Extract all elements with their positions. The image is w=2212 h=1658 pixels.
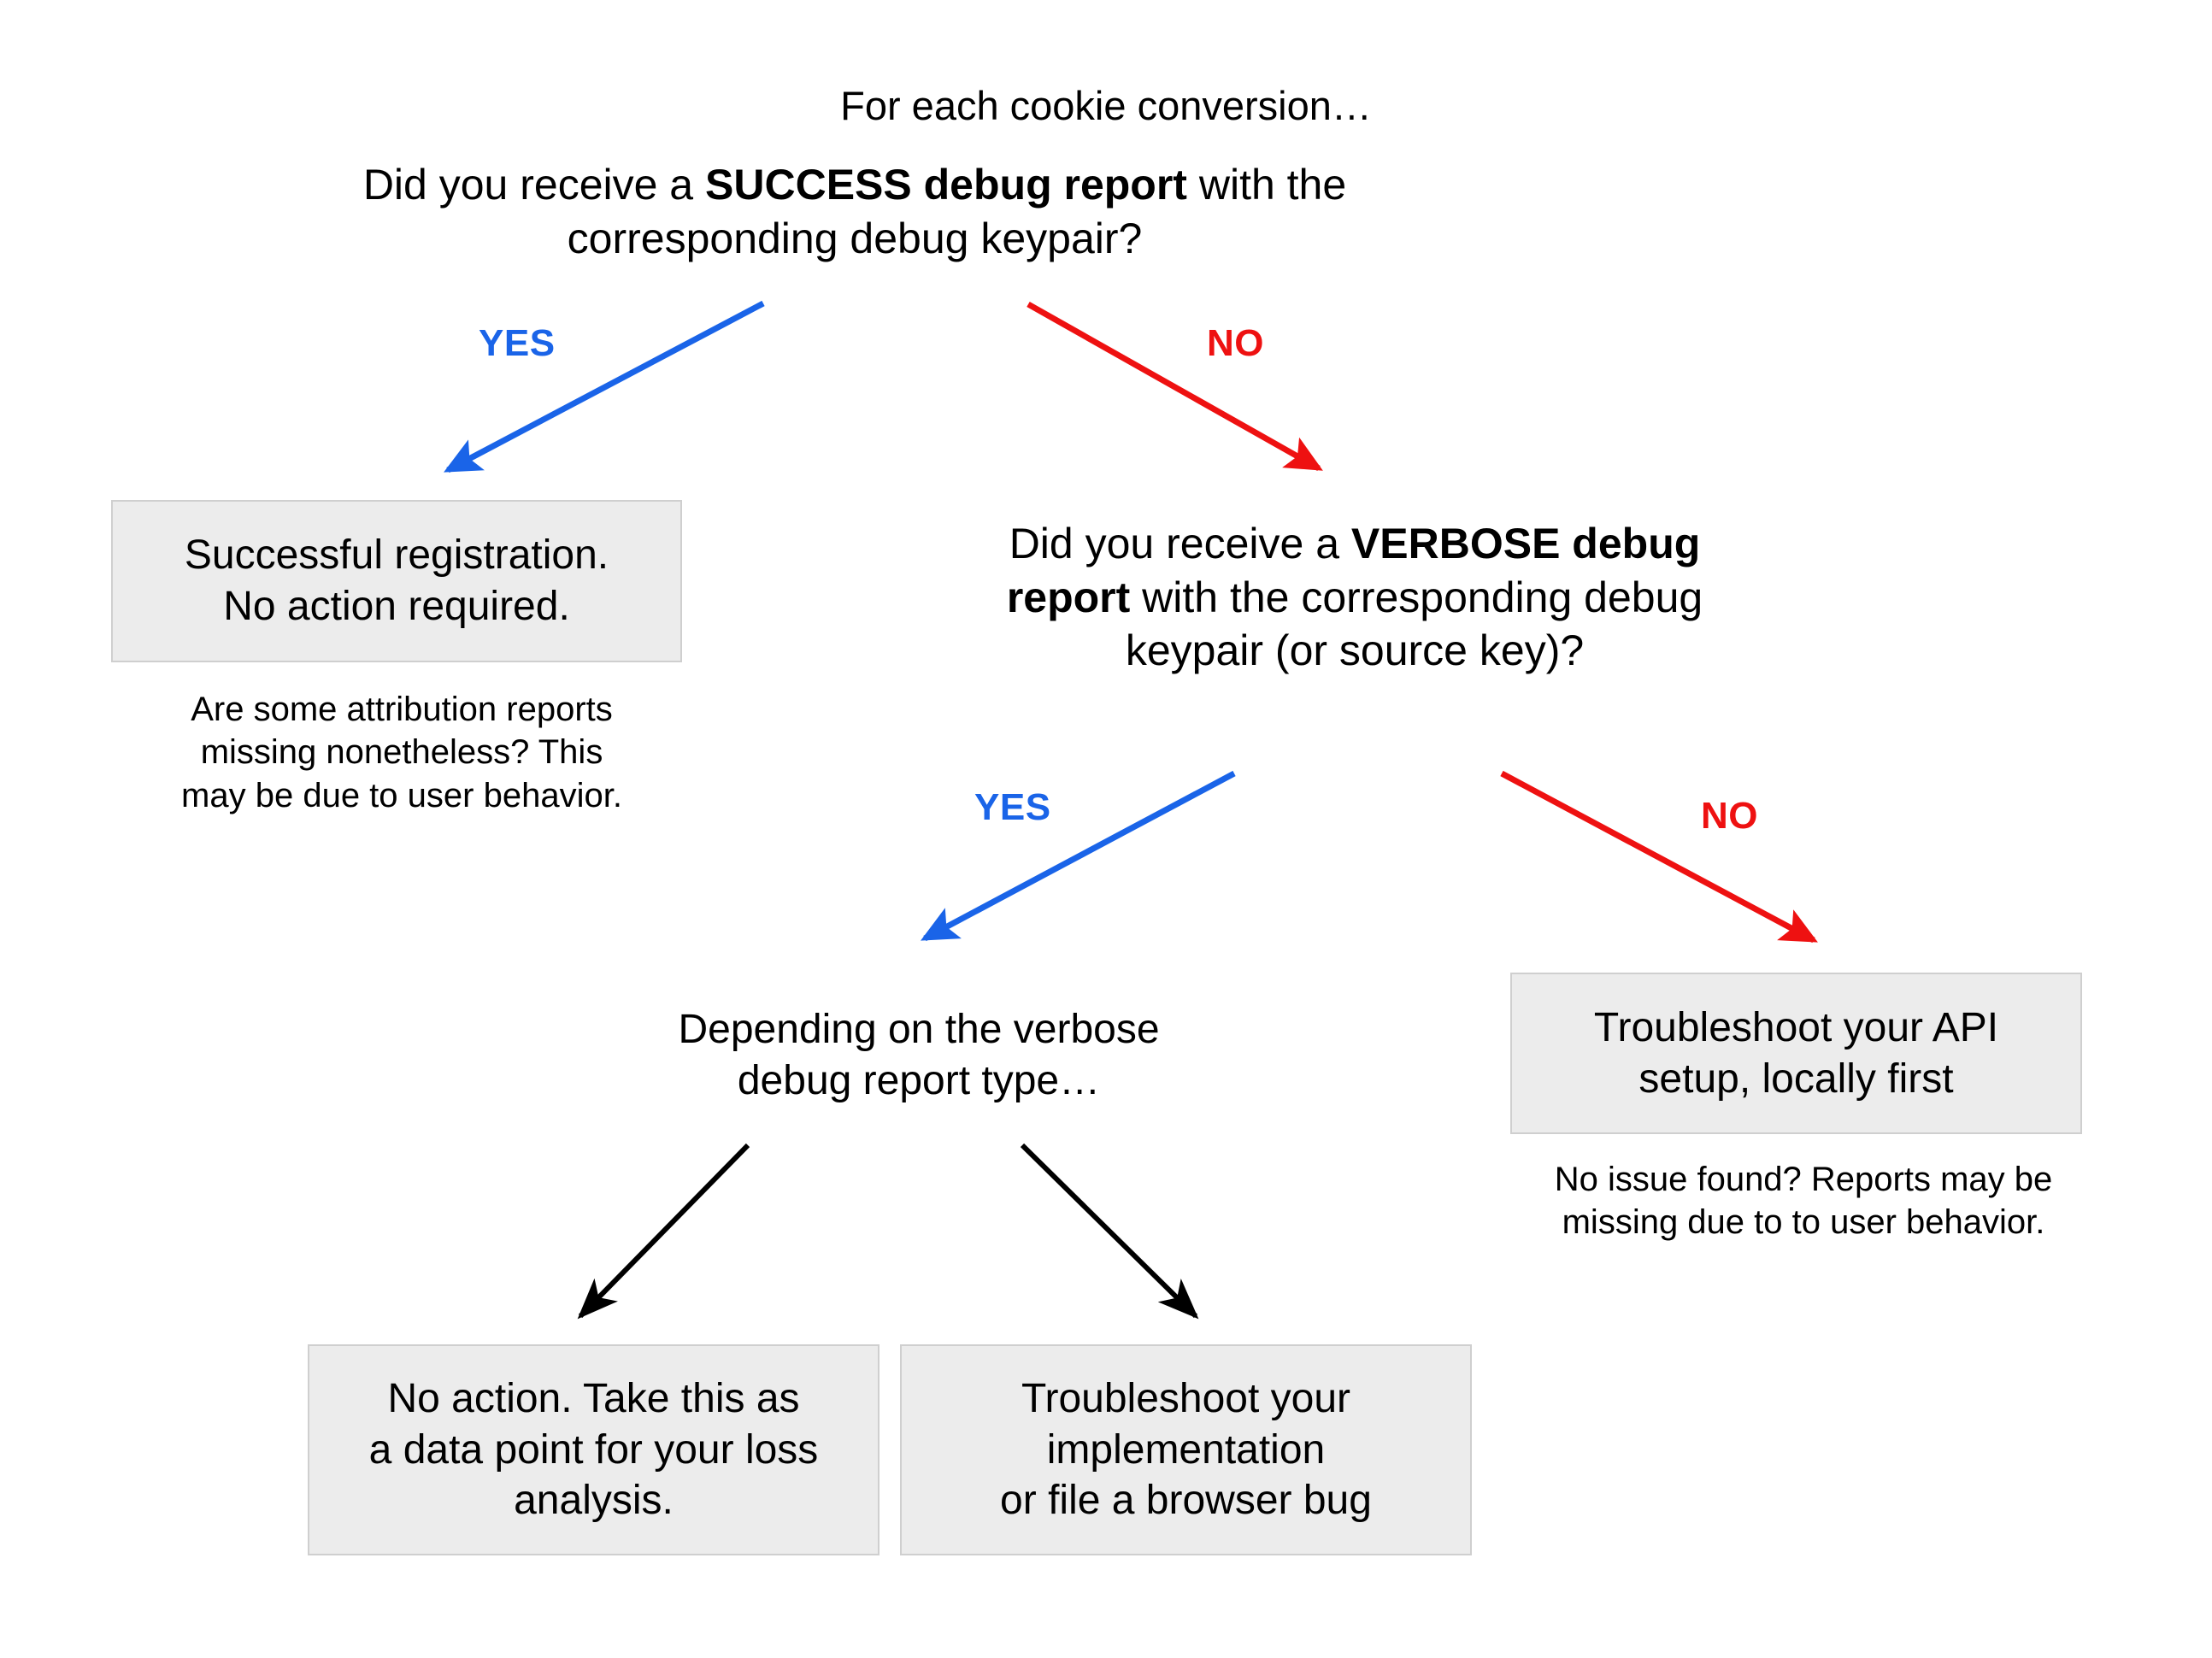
verbose-question-after: with the corresponding debug keypair (or…: [1125, 573, 1715, 675]
box-no-action-loss-analysis[interactable]: No action. Take this as a data point for…: [308, 1344, 880, 1555]
arrow-no-verbose: [1027, 301, 1323, 472]
root-question: Did you receive a SUCCESS debug report w…: [256, 158, 1453, 265]
verbose-question: Did you receive a VERBOSE debug report w…: [983, 517, 1727, 678]
root-question-bold: SUCCESS debug report: [705, 161, 1187, 209]
arrow-no-api-setup: [1500, 770, 1818, 944]
arrow-yes-depending: [921, 770, 1236, 942]
arrow-to-implementation: [1020, 1143, 1199, 1320]
note-attribution-reports-missing: Are some attribution reports missing non…: [181, 691, 622, 814]
edge-label-yes-2: YES: [974, 786, 1051, 828]
box-troubleshoot-api-setup[interactable]: Troubleshoot your API setup, locally fir…: [1510, 973, 2082, 1134]
arrow-to-no-action: [577, 1143, 750, 1320]
edge-label-no-1: NO: [1207, 322, 1264, 364]
box-successful-registration[interactable]: Successful registration. No action requi…: [111, 500, 682, 662]
verbose-question-before: Did you receive a: [1009, 520, 1351, 567]
edge-label-no-2: NO: [1701, 795, 1758, 837]
box-troubleshoot-implementation[interactable]: Troubleshoot your implementation or file…: [900, 1344, 1472, 1555]
verbose-question-bold: VERBOSE debug report: [1006, 520, 1713, 621]
edge-label-yes-1: YES: [479, 322, 556, 364]
root-question-before: Did you receive a: [362, 161, 706, 209]
intro-text: For each cookie conversion…: [840, 83, 1372, 128]
note-no-issue-found: No issue found? Reports may be missing d…: [1554, 1161, 2053, 1242]
root-question-after: with the corresponding debug keypair?: [567, 161, 1359, 262]
depending-on-report-type-text: Depending on the verbose debug report ty…: [678, 1007, 1160, 1103]
